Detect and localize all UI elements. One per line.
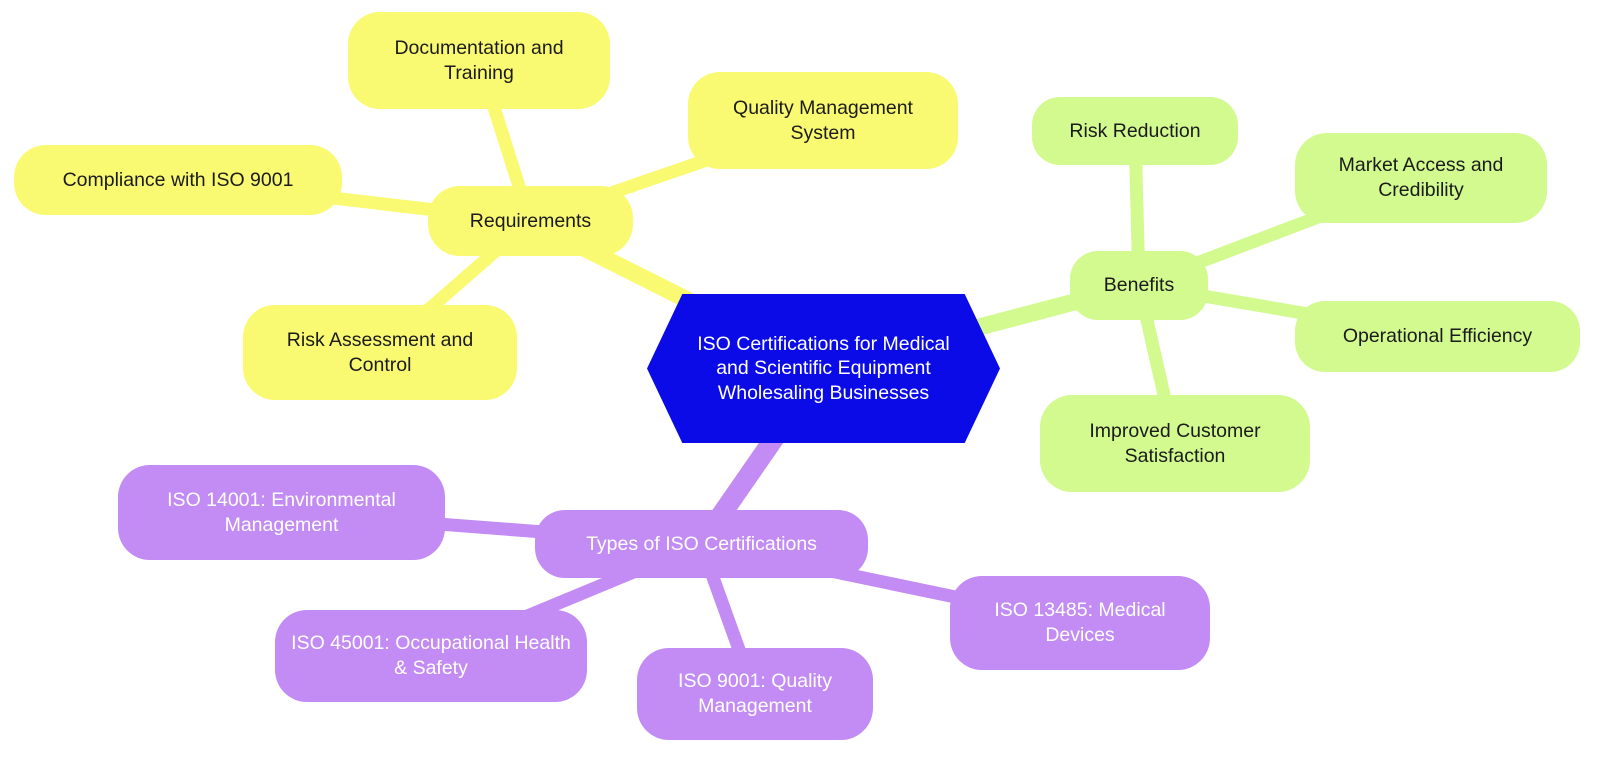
branch-node-types-of-iso-certifications: Types of ISO Certifications [535, 510, 868, 578]
branch-node-benefits: Benefits [1070, 251, 1208, 320]
leaf-node-risk-assessment-and-control: Risk Assessment and Control [243, 305, 517, 400]
leaf-node-iso-9001-quality-management: ISO 9001: Quality Management [637, 648, 873, 740]
root-node-iso-certifications: ISO Certifications for Medical and Scien… [647, 294, 1000, 443]
leaf-node-iso-13485-medical-devices: ISO 13485: Medical Devices [950, 576, 1210, 670]
leaf-node-risk-reduction: Risk Reduction [1032, 97, 1238, 165]
leaf-node-market-access-and-credibility: Market Access and Credibility [1295, 133, 1547, 223]
branch-node-requirements: Requirements [428, 186, 633, 256]
leaf-node-quality-management-system: Quality Management System [688, 72, 958, 169]
leaf-node-iso-45001-occupational-health-safety: ISO 45001: Occupational Health & Safety [275, 610, 587, 702]
leaf-node-operational-efficiency: Operational Efficiency [1295, 301, 1580, 372]
leaf-node-iso-14001-environmental-management: ISO 14001: Environmental Management [118, 465, 445, 560]
leaf-node-documentation-and-training: Documentation and Training [348, 12, 610, 109]
leaf-node-improved-customer-satisfaction: Improved Customer Satisfaction [1040, 395, 1310, 492]
leaf-node-compliance-with-iso-9001: Compliance with ISO 9001 [14, 145, 342, 215]
